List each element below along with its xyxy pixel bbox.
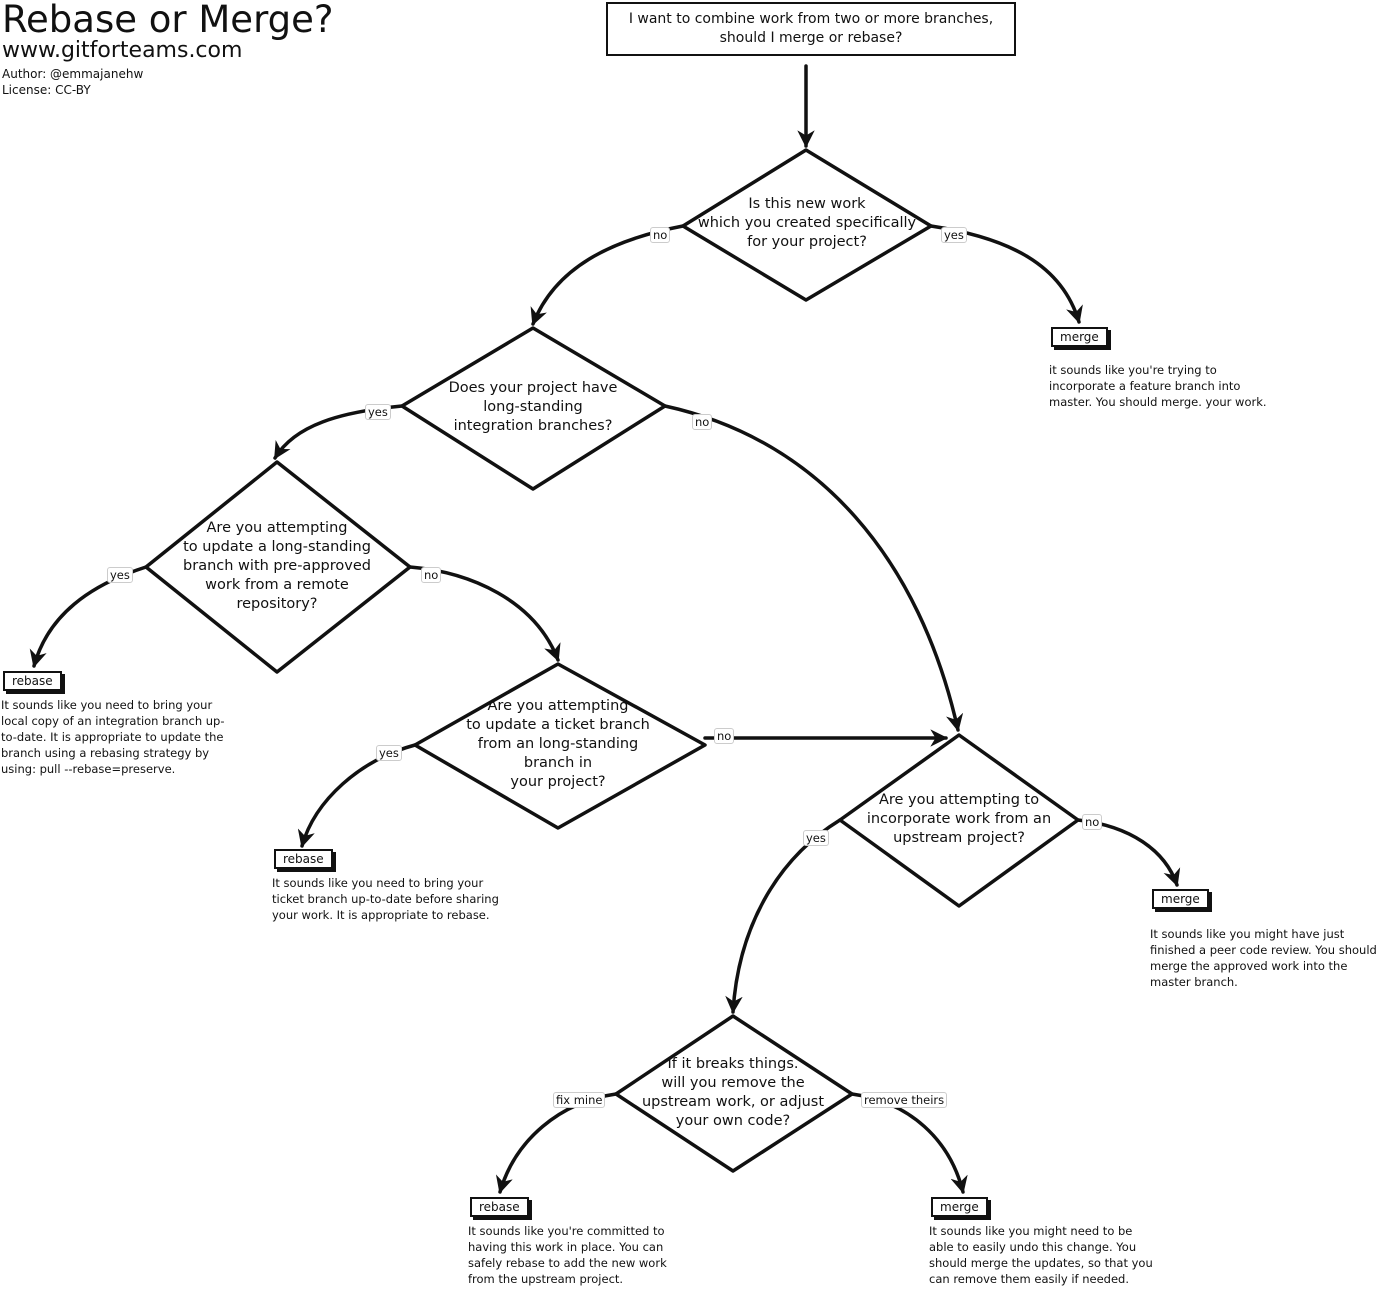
- question-line: your project?: [510, 774, 606, 790]
- outcome-merge-feature[interactable]: merge: [1051, 327, 1108, 347]
- question-line: to update a ticket branch: [466, 717, 650, 733]
- question-q3-text: Are you attempting to update a long-stan…: [172, 519, 382, 614]
- decision-diamond-q5: [838, 733, 1080, 908]
- description-line: from the upstream project.: [468, 1272, 624, 1286]
- description-line: local copy of an integration branch up-: [1, 714, 225, 728]
- outcome-rebase-ticket-description: It sounds like you need to bring your ti…: [272, 875, 499, 923]
- question-line: Are you attempting: [487, 698, 629, 714]
- description-line: using: pull --rebase=preserve.: [1, 762, 176, 776]
- question-line: upstream project?: [893, 830, 1025, 846]
- question-line: for your project?: [747, 234, 867, 250]
- outcome-merge-review[interactable]: merge: [1152, 889, 1209, 909]
- edge-label-q1-yes: yes: [941, 227, 967, 243]
- outcome-rebase-upstream-description: It sounds like you're committed to havin…: [468, 1223, 667, 1287]
- question-q2-text: Does your project have long-standing int…: [433, 379, 633, 436]
- description-line: master. You should merge. your work.: [1049, 395, 1267, 409]
- description-line: safely rebase to add the new work: [468, 1256, 667, 1270]
- question-line: long-standing: [483, 399, 583, 415]
- question-line: Are you attempting to: [878, 792, 1040, 808]
- question-line: Is this new work: [748, 196, 866, 212]
- decision-diamond-q6: [614, 1014, 854, 1173]
- description-line: should merge the updates, so that you: [929, 1256, 1153, 1270]
- edge-label-q1-no: no: [650, 227, 671, 243]
- question-line: branch in: [523, 755, 593, 771]
- description-line: ticket branch up-to-date before sharing: [272, 892, 499, 906]
- outcome-merge-review-description: It sounds like you might have just finis…: [1150, 926, 1377, 990]
- decision-diamond-q1: [681, 148, 933, 302]
- edge-label-q3-yes: yes: [107, 567, 133, 583]
- question-line: Are you attempting: [206, 520, 348, 536]
- question-line: your own code?: [675, 1113, 791, 1129]
- edge-label-q4-no: no: [714, 728, 735, 744]
- description-line: can remove them easily if needed.: [929, 1272, 1130, 1286]
- license-note: License: CC-BY: [2, 83, 91, 97]
- edge-label-q3-no: no: [421, 567, 442, 583]
- question-line: will you remove the: [661, 1075, 805, 1091]
- description-line: It sounds like you need to bring your: [1, 698, 213, 712]
- arrow-q2-no: [663, 404, 964, 732]
- question-line: If it breaks things.: [667, 1056, 799, 1072]
- question-q5-text: Are you attempting to incorporate work f…: [854, 791, 1064, 848]
- question-line: work from a remote: [205, 577, 349, 593]
- description-line: merge the approved work into the: [1150, 959, 1348, 973]
- arrow-q5-yes: [725, 818, 842, 1014]
- description-line: to-date. It is appropriate to update the: [1, 730, 224, 744]
- question-line: to update a long-standing: [183, 539, 371, 555]
- description-line: able to easily undo this change. You: [929, 1240, 1137, 1254]
- description-line: incorporate a feature branch into: [1049, 379, 1241, 393]
- decision-diamond-q2: [400, 326, 667, 491]
- outcome-rebase-integration-description: It sounds like you need to bring your lo…: [1, 697, 225, 777]
- question-line: from an long-standing: [477, 736, 639, 752]
- decision-diamond-q4: [413, 662, 707, 830]
- question-q4-text: Are you attempting to update a ticket br…: [453, 697, 663, 792]
- start-line: should I merge or rebase?: [719, 30, 903, 46]
- outcome-merge-upstream[interactable]: merge: [931, 1197, 988, 1217]
- question-line: which you created specifically: [697, 215, 917, 231]
- description-line: finished a peer code review. You should: [1150, 943, 1377, 957]
- description-line: It sounds like you're committed to: [468, 1224, 665, 1238]
- site-url: www.gitforteams.com: [2, 38, 243, 63]
- edge-label-q6-remove: remove theirs: [861, 1092, 948, 1108]
- description-line: It sounds like you might have just: [1150, 927, 1345, 941]
- edge-label-q2-no: no: [692, 414, 713, 430]
- question-q6-text: If it breaks things. will you remove the…: [628, 1055, 838, 1131]
- question-line: upstream work, or adjust: [641, 1094, 825, 1110]
- description-line: having this work in place. You can: [468, 1240, 664, 1254]
- outcome-rebase-integration[interactable]: rebase: [3, 671, 62, 691]
- outcome-merge-upstream-description: It sounds like you might need to be able…: [929, 1223, 1153, 1287]
- author-credit: Author: @emmajanehw: [2, 67, 144, 81]
- edge-label-q4-yes: yes: [376, 745, 402, 761]
- question-q1-text: Is this new work which you created speci…: [696, 195, 918, 252]
- start-box: I want to combine work from two or more …: [606, 2, 1016, 56]
- question-line: branch with pre-approved: [183, 558, 371, 574]
- question-line: Does your project have: [448, 380, 618, 396]
- edge-label-q2-yes: yes: [365, 404, 391, 420]
- description-line: it sounds like you're trying to: [1049, 363, 1217, 377]
- page-title: Rebase or Merge?: [2, 0, 334, 41]
- description-line: It sounds like you might need to be: [929, 1224, 1133, 1238]
- outcome-rebase-ticket[interactable]: rebase: [274, 849, 333, 869]
- decision-diamond-q3: [144, 460, 412, 674]
- description-line: It sounds like you need to bring your: [272, 876, 484, 890]
- outcome-merge-feature-description: it sounds like you're trying to incorpor…: [1049, 362, 1267, 410]
- edge-label-q6-fix: fix mine: [553, 1092, 606, 1108]
- description-line: master branch.: [1150, 975, 1238, 989]
- description-line: your work. It is appropriate to rebase.: [272, 908, 490, 922]
- arrow-q6-fix: [495, 1092, 618, 1194]
- edge-label-q5-no: no: [1082, 814, 1103, 830]
- arrow-q6-remove: [850, 1092, 968, 1194]
- edge-label-q5-yes: yes: [803, 830, 829, 846]
- question-line: incorporate work from an: [866, 811, 1052, 827]
- question-line: integration branches?: [453, 418, 613, 434]
- question-line: repository?: [236, 596, 318, 612]
- outcome-rebase-upstream[interactable]: rebase: [470, 1197, 529, 1217]
- start-line: I want to combine work from two or more …: [628, 11, 994, 27]
- description-line: branch using a rebasing strategy by: [1, 746, 210, 760]
